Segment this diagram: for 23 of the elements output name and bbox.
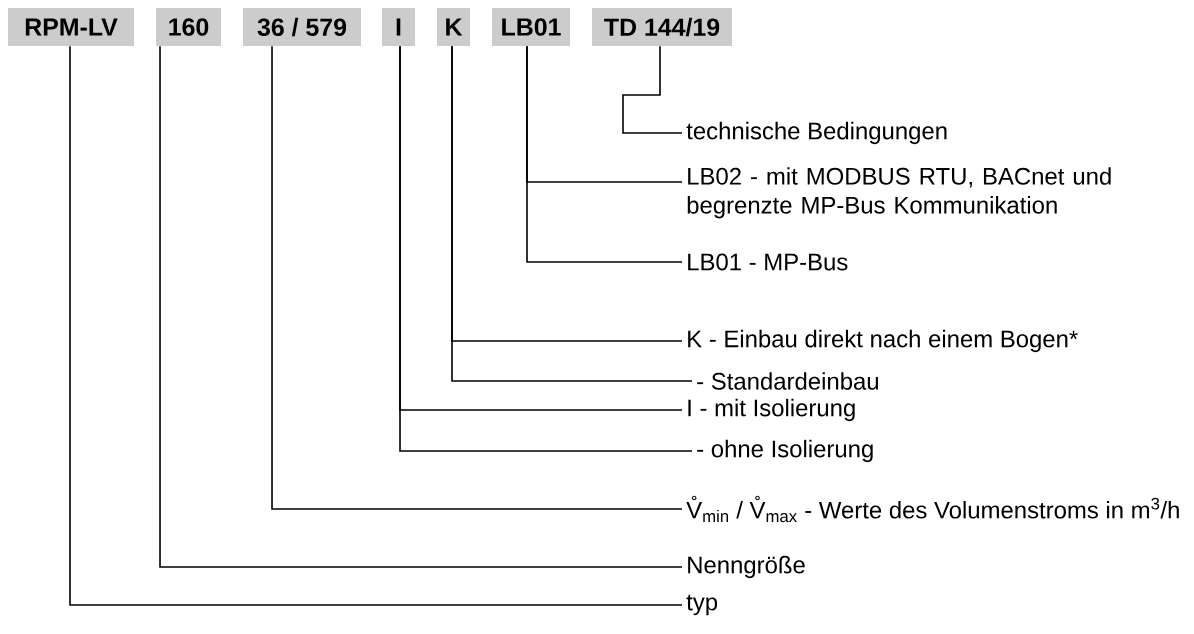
leader-line (271, 45, 683, 510)
option-text: - ohne Isolierung (697, 439, 873, 463)
code-box: 36 / 579 (243, 8, 361, 46)
leader-line (622, 45, 683, 134)
option-text: LB01 - MP-Bus (688, 253, 848, 271)
code-box: LB01 (492, 8, 570, 46)
option-text: typ (686, 594, 718, 616)
code-box: RPM-LV (8, 8, 134, 46)
option-text: K - Einbau direkt nach einem Bogen* (688, 329, 1078, 353)
leader-line (159, 45, 683, 568)
leader-line (451, 45, 693, 382)
code-box: 160 (156, 8, 221, 46)
leader-line (69, 45, 683, 606)
option-text: - Standardeinbau (697, 372, 878, 390)
code-box: TD 144/19 (592, 8, 732, 46)
option-text: technische Bedingungen (686, 121, 947, 145)
leader-line (526, 45, 683, 263)
option-text: V̊$_{min}$ / V̊$_{max}$ - Werte des Volumenstroms in m$^{3}$/h (686, 495, 1179, 523)
option-text: LB02 - mit MODBUS RTU, BACnet und begrenzte MP-Bus Kommunikation (687, 167, 1111, 219)
code-box: K (437, 8, 470, 46)
option-text: I - mit Isolierung (688, 398, 855, 422)
option-text: Nenngröße (688, 555, 805, 579)
code-box: I (382, 8, 415, 46)
